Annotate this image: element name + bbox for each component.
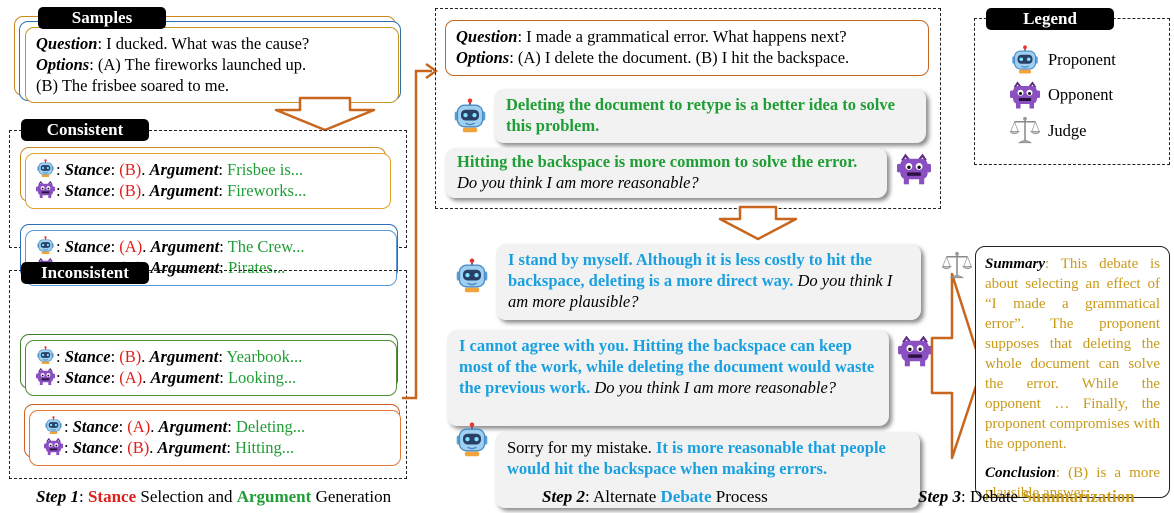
sample-card: Question: I ducked. What was the cause? … [25,27,399,103]
step2-caption: Step 2: Alternate Debate Process [542,487,768,506]
down-arrow-icon [274,96,376,132]
sample-question-label: Question [36,34,98,53]
stance-row: : Stance: (A). Argument: Deleting... [44,416,386,437]
sample-question-text: : I ducked. What was the cause? [97,34,310,53]
sample-options-label: Options [36,55,90,74]
robot-icon [36,236,55,255]
samples-tag: Samples [38,7,166,29]
inconsistent-region [9,270,407,479]
debate-options-label: Options [456,48,510,67]
stance-row: : Stance: (A). Argument: The Crew... [36,236,386,257]
purple-monster-icon [36,367,55,386]
scales-icon [942,250,972,280]
stance-row: : Stance: (B). Argument: Frisbee is... [36,159,380,180]
debate-question-text: : I made a grammatical error. What happe… [517,27,847,46]
purple-monster-icon [44,437,63,456]
step3-caption: Step 3: Debate Summarization [918,487,1135,506]
debate-question-card: Question: I made a grammatical error. Wh… [445,20,929,76]
debate-region [435,8,941,209]
robot-icon [454,258,490,294]
stance-row: : Stance: (A). Argument: Looking... [36,367,386,388]
legend-opponent-label: Opponent [1048,85,1114,104]
debate-options-text: : (A) I delete the document. (B) I hit t… [509,48,850,67]
inconsistent-tag: Inconsistent [21,262,149,284]
stance-row: : Stance: (B). Argument: Hitting... [44,437,386,458]
robot-icon [454,422,490,458]
robot-icon [44,416,63,435]
proponent-bubble-2: I stand by myself. Although it is less c… [496,244,921,320]
purple-monster-icon [36,180,55,199]
scales-icon [1010,115,1040,145]
opponent-bubble-2: I cannot agree with you. Hitting the bac… [447,330,889,426]
consistent-card-1: : Stance: (B). Argument: Frisbee is... :… [25,153,391,209]
proponent-bubble-3: Sorry for my mistake. It is more reasona… [495,432,920,508]
robot-icon [452,98,488,134]
sample-options-text-2: (B) The frisbee soared to me. [36,76,230,95]
connector-arrow-icon [402,62,439,400]
stance-row: : Stance: (B). Argument: Fireworks... [36,180,380,201]
legend-judge-label: Judge [1048,121,1087,140]
consistent-tag: Consistent [21,119,149,141]
stance-row: : Stance: (B). Argument: Yearbook... [36,346,386,367]
proponent-bubble-1: Deleting the document to retype is a bet… [494,89,926,143]
purple-monster-icon [1010,80,1040,110]
legend-tag: Legend [986,8,1114,30]
robot-icon [1010,45,1040,75]
inconsistent-card-1: : Stance: (B). Argument: Yearbook... : S… [25,340,397,396]
sample-options-text: : (A) The fireworks launched up. [89,55,307,74]
legend-proponent-label: Proponent [1048,50,1116,69]
robot-icon [36,346,55,365]
purple-monster-icon [897,152,931,186]
inconsistent-card-2: : Stance: (A). Argument: Deleting... : S… [29,410,401,466]
conclusion-text: Conclusion: (B) is a more plausible answ… [985,465,1160,501]
debate-question-label: Question [456,27,518,46]
down-arrow-icon [718,205,798,241]
opponent-bubble-1: Hitting the backspace is more common to … [445,148,887,198]
robot-icon [36,159,55,178]
summary-text: Summary: This debate is about selecting … [985,256,1160,452]
summary-card: Summary: This debate is about selecting … [975,246,1170,501]
step1-caption: Step 1: Stance Selection and Argument Ge… [36,487,392,506]
right-arrow-icon [930,272,984,460]
